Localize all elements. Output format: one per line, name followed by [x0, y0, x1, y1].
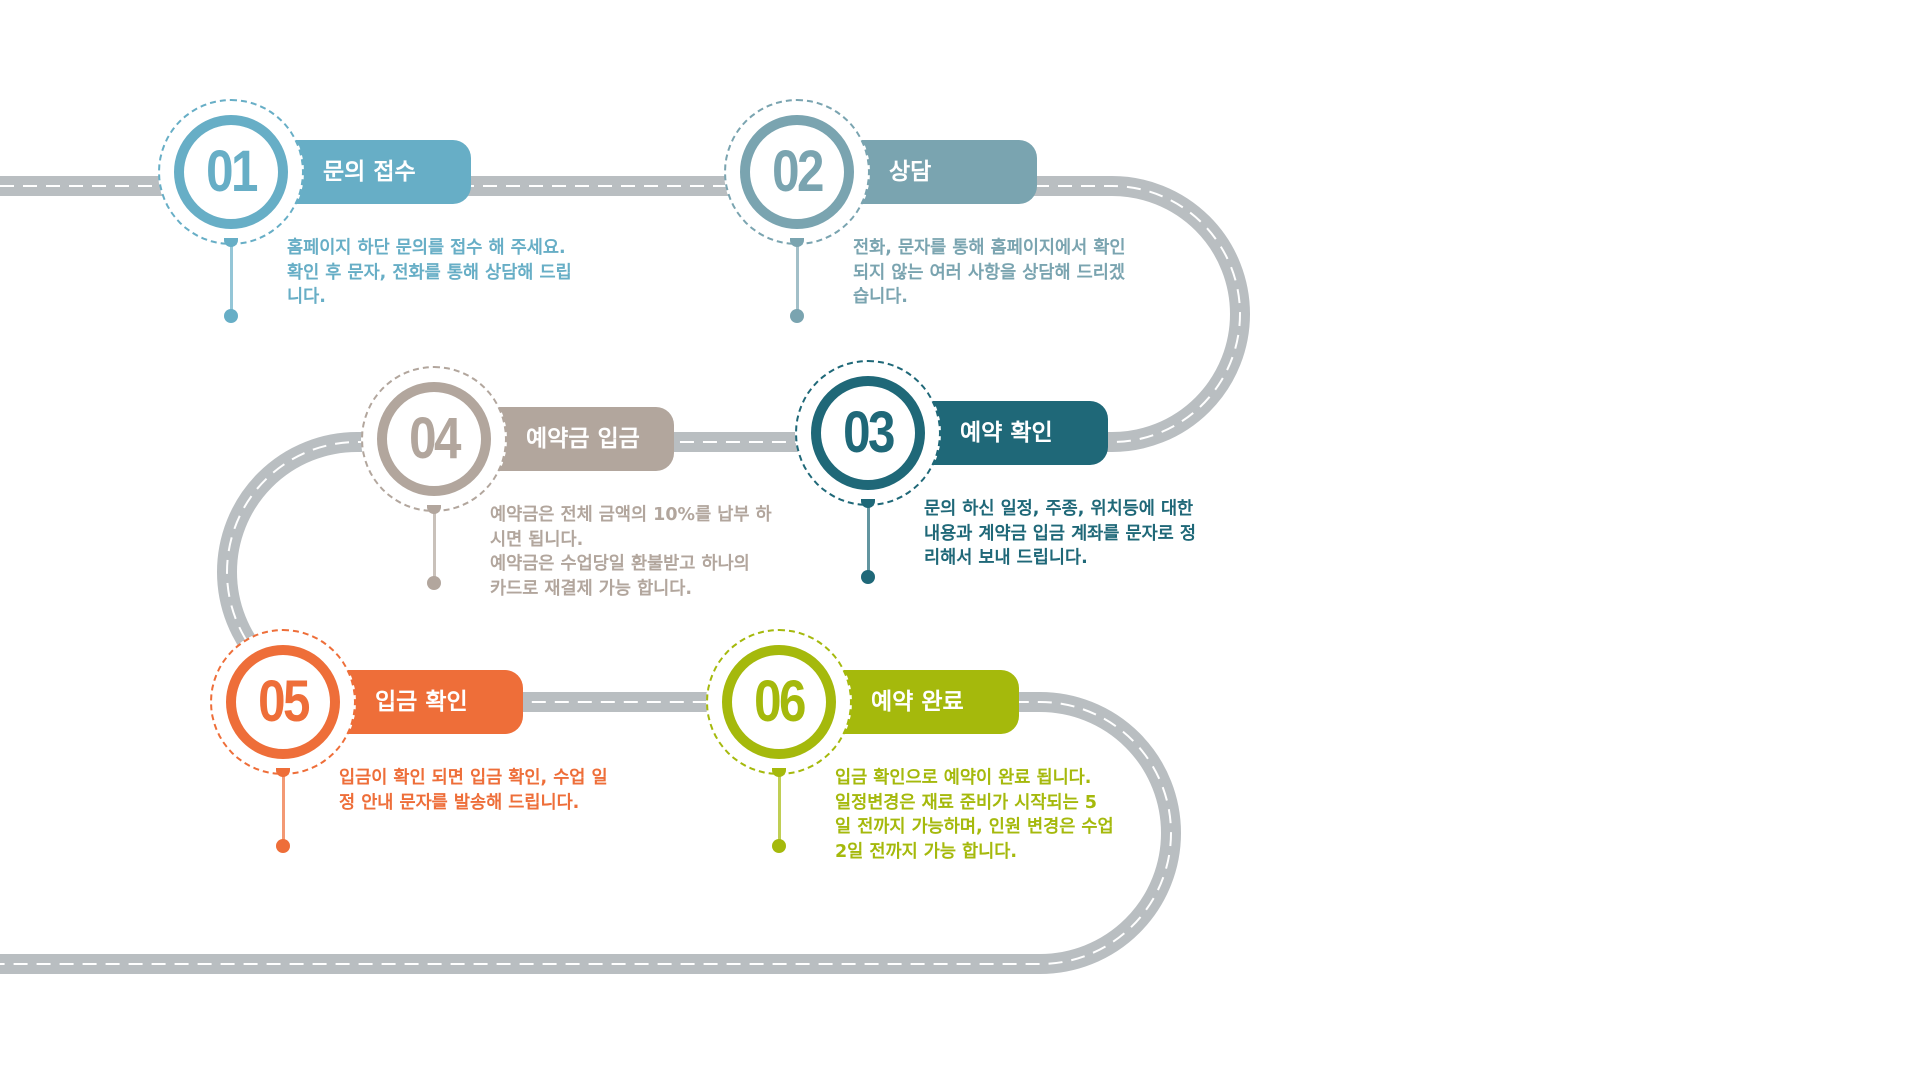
step-title: 입금 확인 — [375, 689, 468, 715]
step-description: 전화, 문자를 통해 홈페이지에서 확인 되지 않는 여러 사항을 상담해 드리… — [853, 236, 1173, 310]
pin-dot — [772, 839, 786, 853]
number-ring — [811, 376, 925, 490]
desc-line: 시면 됩니다. — [490, 529, 584, 550]
desc-line: 문의 하신 일정, 주종, 위치등에 대한 — [924, 499, 1194, 519]
pin-stem — [281, 774, 285, 846]
desc-line: 내용과 계약금 입금 계좌를 문자로 정 — [924, 523, 1196, 544]
pin-dot — [861, 570, 875, 584]
step-title: 예약 완료 — [871, 689, 964, 715]
desc-line: 습니다. — [853, 287, 908, 308]
desc-line: 니다. — [287, 287, 326, 308]
desc-line: 정 안내 문자를 발송해 드립니다. — [339, 792, 580, 813]
desc-line: 예약금은 수업당일 환불받고 하나의 — [490, 554, 750, 575]
pin-knob — [224, 238, 238, 247]
pin-knob — [790, 238, 804, 247]
pin-knob — [861, 499, 875, 508]
pin-stem — [229, 244, 233, 316]
step-description: 입금 확인으로 예약이 완료 됩니다. 일정변경은 재료 준비가 시작되는 5 … — [835, 766, 1155, 864]
desc-line: 홈페이지 하단 문의를 접수 해 주세요. — [287, 238, 566, 258]
desc-line: 예약금은 전체 금액의 10%를 납부 하 — [490, 505, 772, 525]
step-number: 02 — [772, 139, 824, 204]
pin-stem — [795, 244, 799, 316]
number-ring — [722, 645, 836, 759]
pin-dot — [224, 309, 238, 323]
pin-stem — [777, 774, 781, 846]
pin-knob — [427, 505, 441, 514]
number-ring — [740, 115, 854, 229]
desc-line: 입금 확인으로 예약이 완료 됩니다. — [835, 768, 1092, 788]
desc-line: 일정변경은 재료 준비가 시작되는 5 — [835, 792, 1097, 813]
desc-line: 일 전까지 가능하며, 인원 변경은 수업 — [835, 817, 1114, 838]
desc-line: 리해서 보내 드립니다. — [924, 548, 1088, 569]
step-number: 05 — [258, 669, 310, 734]
pin-dot — [427, 576, 441, 590]
step-number: 04 — [409, 406, 461, 471]
step-description: 문의 하신 일정, 주종, 위치등에 대한 내용과 계약금 입금 계좌를 문자로… — [924, 497, 1244, 571]
number-ring — [226, 645, 340, 759]
desc-line: 카드로 재결제 가능 합니다. — [490, 578, 693, 599]
step-title: 문의 접수 — [323, 159, 416, 185]
desc-line: 입금이 확인 되면 입금 확인, 수업 일 — [339, 768, 608, 788]
step-title: 예약금 입금 — [526, 426, 640, 452]
step-number: 06 — [754, 669, 806, 734]
pin-knob — [772, 768, 786, 777]
desc-line: 되지 않는 여러 사항을 상담해 드리겠 — [853, 262, 1125, 283]
number-ring — [174, 115, 288, 229]
pin-stem — [432, 511, 436, 583]
desc-line: 2일 전까지 가능 합니다. — [835, 841, 1018, 862]
pin-dot — [276, 839, 290, 853]
step-description: 입금이 확인 되면 입금 확인, 수업 일 정 안내 문자를 발송해 드립니다. — [339, 766, 659, 815]
step-description: 예약금은 전체 금액의 10%를 납부 하 시면 됩니다. 예약금은 수업당일 … — [490, 503, 810, 601]
step-title: 상담 — [889, 159, 932, 185]
step-title: 예약 확인 — [960, 420, 1053, 446]
step-number: 03 — [843, 400, 895, 465]
desc-line: 확인 후 문자, 전화를 통해 상담해 드립 — [287, 262, 572, 283]
step-description: 홈페이지 하단 문의를 접수 해 주세요. 확인 후 문자, 전화를 통해 상담… — [287, 236, 607, 310]
number-ring — [377, 382, 491, 496]
step-number: 01 — [206, 139, 258, 204]
pin-knob — [276, 768, 290, 777]
pin-stem — [866, 505, 870, 577]
desc-line: 전화, 문자를 통해 홈페이지에서 확인 — [853, 238, 1126, 258]
pin-dot — [790, 309, 804, 323]
